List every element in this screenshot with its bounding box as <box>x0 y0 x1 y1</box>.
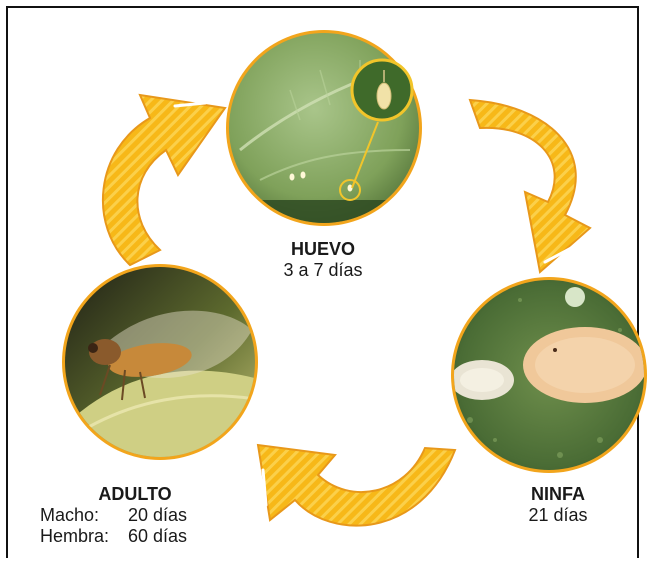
female-value: 60 días <box>128 526 187 547</box>
nymph-stage-title: NINFA <box>508 484 608 505</box>
female-key: Hembra: <box>40 526 128 547</box>
nymph-stage-label: NINFA 21 días <box>508 484 608 526</box>
egg-stage-duration: 3 a 7 días <box>283 260 362 280</box>
adult-photo <box>60 262 262 462</box>
nymph-stage-duration: 21 días <box>528 505 587 525</box>
adult-male-row: Macho: 20 días <box>40 505 240 526</box>
adult-stage-title: ADULTO <box>40 484 230 505</box>
arrow-egg-to-nymph <box>470 100 590 272</box>
egg-stage-label: HUEVO 3 a 7 días <box>263 239 383 281</box>
arrow-adult-to-egg <box>103 95 225 265</box>
egg-photo <box>220 25 430 240</box>
egg-stage-title: HUEVO <box>263 239 383 260</box>
arrow-nymph-to-adult <box>258 445 455 526</box>
adult-stage-label: ADULTO Macho: 20 días Hembra: 60 días <box>40 484 240 547</box>
adult-female-row: Hembra: 60 días <box>40 526 240 547</box>
male-value: 20 días <box>128 505 187 526</box>
male-key: Macho: <box>40 505 128 526</box>
nymph-photo <box>450 275 647 475</box>
